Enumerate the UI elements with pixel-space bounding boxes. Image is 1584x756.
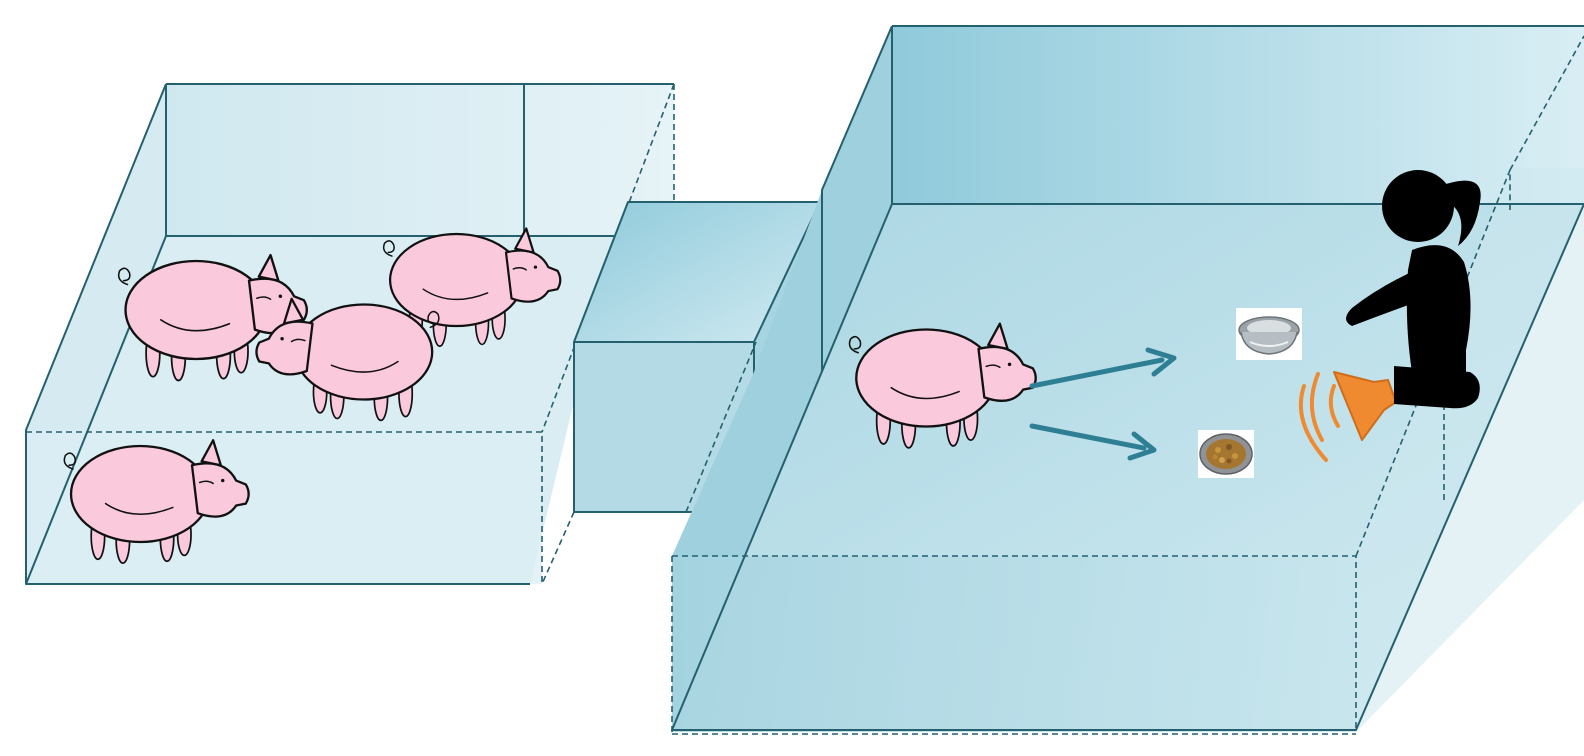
food-bowl-icon [1198, 430, 1254, 478]
arena-back-wall [892, 26, 1584, 204]
empty-bowl-icon [1236, 308, 1302, 360]
home-pen-back-wall [166, 84, 674, 236]
arena-front-wall [672, 556, 1356, 732]
